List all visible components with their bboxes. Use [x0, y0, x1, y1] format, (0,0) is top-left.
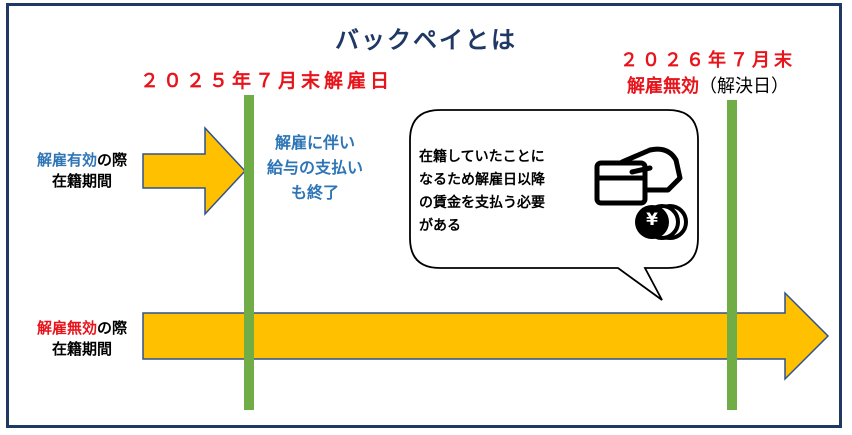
bubble-line4: がある	[419, 218, 461, 234]
payment-hand-icon	[594, 146, 683, 206]
row-label-invalid-dismissal: 解雇無効の際 在籍期間	[22, 318, 142, 360]
speech-bubble	[409, 109, 699, 301]
salary-end-line2: 給与の支払い	[266, 158, 363, 177]
bubble-line2: なるため解雇日以降	[419, 172, 545, 188]
row-bottom-suffix: の際	[97, 319, 128, 337]
bubble-text: 在籍していたことに なるため解雇日以降 の賃金を支払う必要 がある	[419, 146, 584, 238]
invalid-dismissal-highlight: 解雇無効	[36, 319, 97, 337]
invalid-dismissal-label: 解雇無効	[627, 76, 699, 97]
yen-symbol: ¥	[646, 210, 658, 230]
valid-dismissal-highlight: 解雇有効	[36, 151, 97, 169]
timeline-bar-2026	[727, 100, 737, 410]
resolution-date-label: （解決日）	[699, 76, 789, 97]
bubble-line3: の賃金を支払う必要	[419, 195, 545, 211]
bubble-line1: 在籍していたことに	[419, 149, 545, 165]
yen-coins-icon	[635, 204, 688, 240]
salary-end-note: 解雇に伴い 給与の支払い も終了	[255, 130, 375, 205]
date-label-2026: ２０２６年７月末	[620, 50, 796, 71]
short-arrow	[142, 126, 247, 216]
row-label-valid-dismissal: 解雇有効の際 在籍期間	[22, 150, 142, 192]
row-top-suffix: の際	[97, 151, 128, 169]
salary-end-line1: 解雇に伴い	[274, 133, 355, 152]
date-label-2026-sub: 解雇無効（解決日）	[608, 72, 808, 98]
timeline-bar-2025	[244, 95, 254, 410]
date-label-2025: ２０２５年７月末解雇日	[140, 70, 394, 92]
salary-end-line3: も終了	[290, 183, 339, 202]
row-bottom-line2: 在籍期間	[51, 340, 112, 358]
row-top-line2: 在籍期間	[51, 172, 112, 190]
diagram-title: バックペイとは	[335, 26, 517, 54]
